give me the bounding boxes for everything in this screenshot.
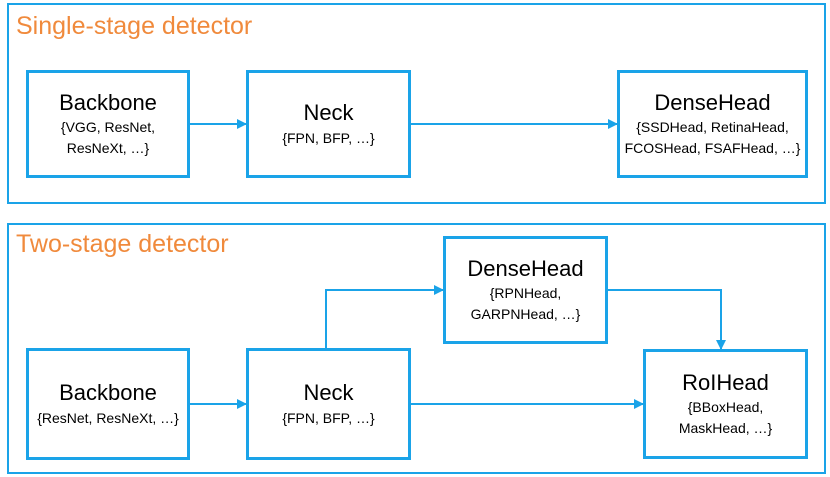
- single-densehead-options: {SSDHead, RetinaHead, FCOSHead, FSAFHead…: [625, 117, 801, 158]
- two-densehead-node: DenseHead {RPNHead, GARPNHead, …}: [443, 236, 608, 344]
- two-roihead-option-line: {BBoxHead,: [687, 399, 764, 416]
- single-densehead-node: DenseHead {SSDHead, RetinaHead, FCOSHead…: [617, 70, 808, 178]
- single-backbone-option-line: {VGG, ResNet,: [60, 119, 156, 136]
- two-stage-title: Two-stage detector: [16, 230, 229, 258]
- two-neck-options: {FPN, BFP, …}: [282, 408, 374, 428]
- two-densehead-option-line: GARPNHead, …}: [470, 305, 581, 322]
- single-backbone-node: Backbone {VGG, ResNet, ResNeXt, …}: [26, 70, 190, 178]
- two-roihead-title: RoIHead: [682, 370, 769, 396]
- two-neck-option-line: {FPN, BFP, …}: [282, 409, 375, 426]
- single-neck-options: {FPN, BFP, …}: [282, 128, 374, 148]
- two-roihead-options: {BBoxHead, MaskHead, …}: [679, 397, 772, 438]
- two-backbone-title: Backbone: [59, 380, 157, 406]
- two-backbone-options: {ResNet, ResNeXt, …}: [37, 408, 179, 428]
- single-backbone-options: {VGG, ResNet, ResNeXt, …}: [61, 117, 155, 158]
- single-stage-title: Single-stage detector: [16, 12, 253, 40]
- two-densehead-options: {RPNHead, GARPNHead, …}: [471, 283, 581, 324]
- two-stage-panel: [7, 223, 826, 474]
- two-densehead-option-line: {RPNHead,: [489, 285, 562, 302]
- single-densehead-option-line: FCOSHead, FSAFHead, …}: [624, 139, 801, 156]
- single-neck-option-line: {FPN, BFP, …}: [282, 129, 375, 146]
- single-backbone-title: Backbone: [59, 90, 157, 116]
- two-roihead-option-line: MaskHead, …}: [678, 419, 773, 436]
- two-backbone-option-line: {ResNet, ResNeXt, …}: [37, 409, 179, 426]
- single-backbone-option-line: ResNeXt, …}: [66, 139, 150, 156]
- single-neck-node: Neck {FPN, BFP, …}: [246, 70, 411, 178]
- single-densehead-title: DenseHead: [654, 90, 771, 116]
- two-backbone-node: Backbone {ResNet, ResNeXt, …}: [26, 348, 190, 460]
- single-stage-panel: [7, 3, 826, 204]
- two-neck-title: Neck: [303, 380, 354, 406]
- two-neck-node: Neck {FPN, BFP, …}: [246, 348, 411, 460]
- single-densehead-option-line: {SSDHead, RetinaHead,: [636, 119, 789, 136]
- single-neck-title: Neck: [303, 100, 354, 126]
- two-roihead-node: RoIHead {BBoxHead, MaskHead, …}: [643, 349, 808, 459]
- two-densehead-title: DenseHead: [467, 256, 584, 282]
